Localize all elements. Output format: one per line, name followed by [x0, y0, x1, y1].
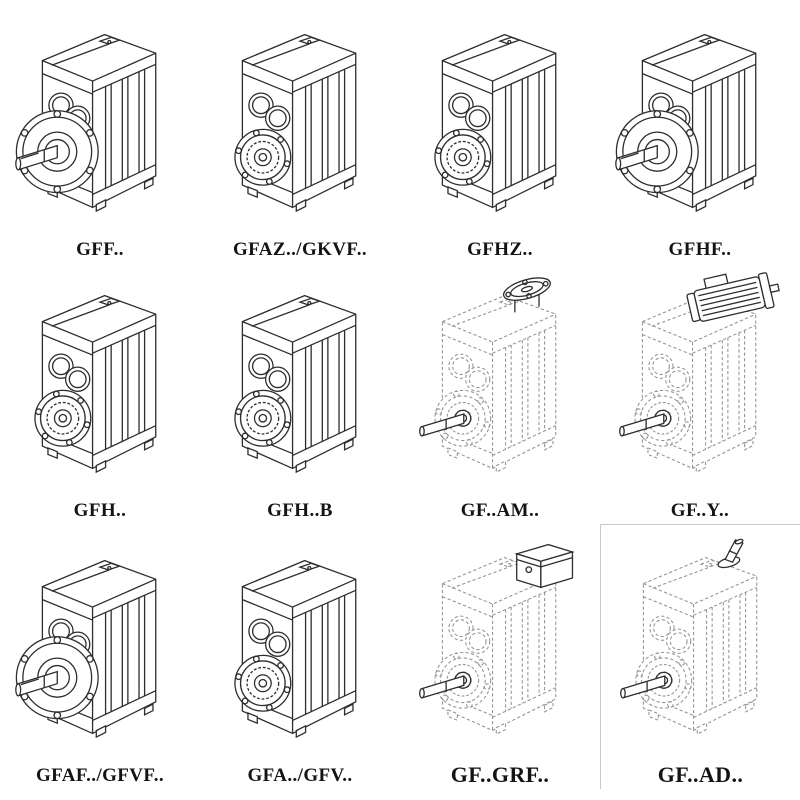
- variant-label: GF..AM..: [460, 499, 540, 521]
- variant-label: GF..GRF..: [450, 761, 550, 787]
- variant-cell-gf-am: GF..AM..: [400, 263, 600, 524]
- variant-cell-gfhz: GFHZ..: [400, 2, 600, 263]
- variant-cell-gfh-b: GFH..B: [200, 263, 400, 524]
- drawing-gfh-b: [207, 264, 393, 500]
- variant-label: GFAZ../GKVF..: [233, 239, 367, 260]
- variant-cell-gfaf-gfvf: GFAF../GFVF..: [0, 524, 200, 789]
- variant-cell-gf-ad: GF..AD..: [600, 523, 800, 789]
- drawing-gfaf-gfvf: [7, 529, 193, 765]
- drawing-gfhf: [607, 3, 793, 239]
- variant-label: GFHF..: [668, 239, 732, 260]
- drawing-gf-ad: [608, 526, 794, 762]
- variant-label: GFH..B: [267, 499, 333, 521]
- variant-cell-gff: GFF..: [0, 2, 200, 263]
- drawing-gf-y: [607, 264, 793, 500]
- drawing-gfaz-gkvf: [207, 3, 393, 239]
- variant-cell-gfhf: GFHF..: [600, 2, 800, 263]
- drawing-gfh: [7, 264, 193, 500]
- variant-label: GFH..: [73, 499, 127, 521]
- variant-cell-gf-grf: GF..GRF..: [400, 524, 600, 789]
- drawing-gf-grf: [407, 526, 593, 762]
- variant-label: GF..AD..: [657, 761, 744, 787]
- variant-label: GFHZ..: [467, 239, 533, 260]
- drawing-gfhz: [407, 3, 593, 239]
- variant-label: GF..Y..: [670, 499, 730, 521]
- variant-cell-gfaz-gkvf: GFAZ../GKVF..: [200, 2, 400, 263]
- drawing-gff: [7, 3, 193, 239]
- variant-label: GFF..: [76, 239, 124, 260]
- variant-label: GFAF../GFVF..: [35, 765, 164, 787]
- variant-cell-gfa-gfv: GFA../GFV..: [200, 524, 400, 789]
- drawing-gf-am: [407, 264, 593, 500]
- drawing-gfa-gfv: [207, 529, 393, 765]
- variant-label: GFA../GFV..: [247, 765, 353, 787]
- variant-cell-gf-y: GF..Y..: [600, 263, 800, 524]
- variant-cell-gfh: GFH..: [0, 263, 200, 524]
